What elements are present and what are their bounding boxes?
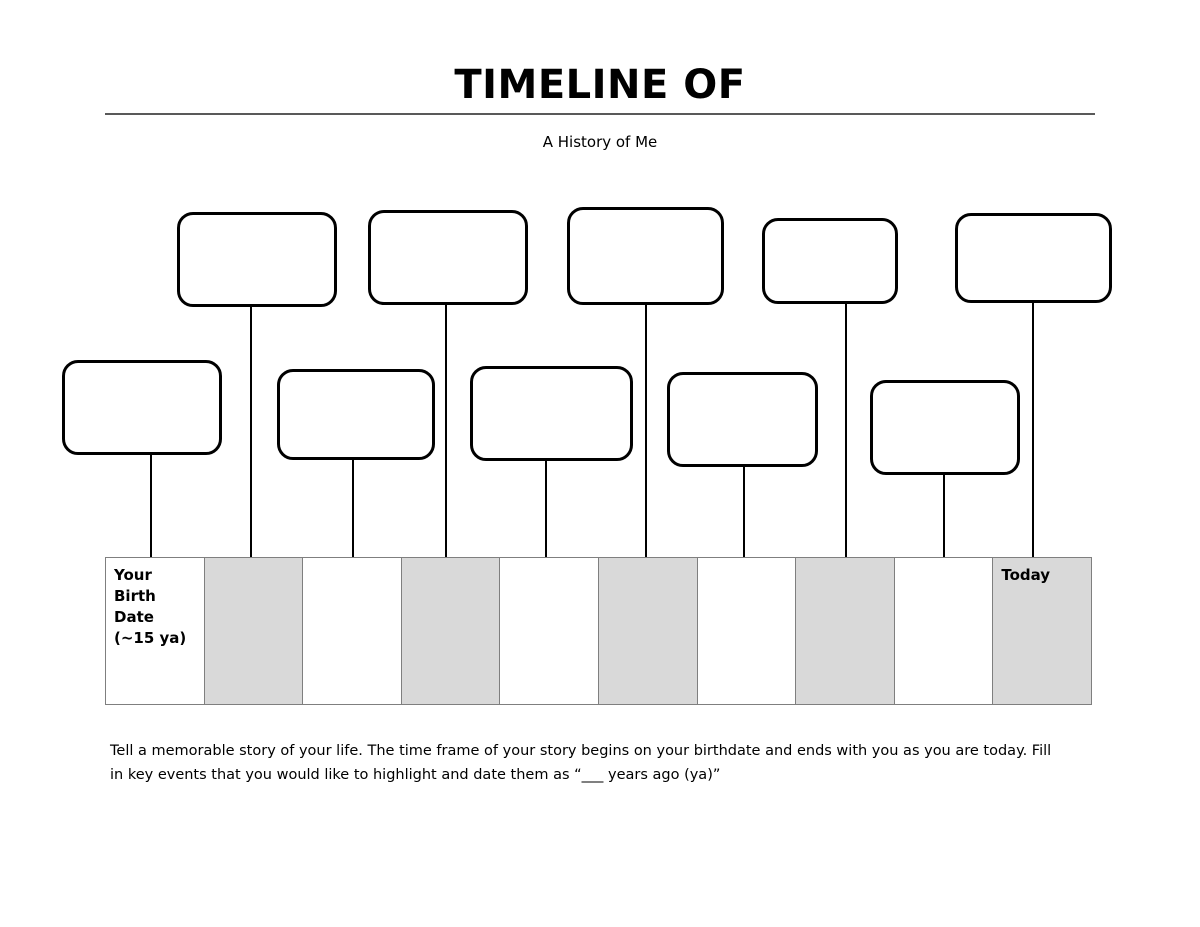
timeline-cell[interactable] [203,557,304,705]
timeline-cell[interactable] [795,557,895,705]
callout-box-bottom[interactable] [470,366,633,461]
callout-box-bottom[interactable] [277,369,435,460]
callout-leader-line [352,460,354,557]
callout-leader-line [445,305,447,557]
callout-leader-line [150,455,152,557]
timeline-cell[interactable] [302,557,402,705]
callout-leader-line [645,305,647,557]
callout-leader-line [845,304,847,557]
callout-box-top[interactable] [368,210,528,305]
callout-box-top[interactable] [762,218,898,304]
callout-box-bottom[interactable] [870,380,1020,475]
timeline-table: Your Birth Date (~15 ya) Today [105,557,1092,705]
callout-box-top[interactable] [955,213,1112,303]
timeline-cell[interactable]: Today [992,557,1092,705]
page-title: TIMELINE OF [454,62,746,108]
timeline-cell[interactable] [696,557,797,705]
callout-box-top[interactable] [567,207,724,305]
callout-leader-line [250,307,252,557]
title-divider [105,113,1095,115]
timeline-cell[interactable] [893,557,994,705]
callout-leader-line [943,475,945,557]
callout-box-top[interactable] [177,212,337,307]
callout-box-bottom[interactable] [62,360,222,455]
timeline-cell[interactable]: Your Birth Date (~15 ya) [105,557,205,705]
instructions-text: Tell a memorable story of your life. The… [110,743,1052,783]
timeline-cell[interactable] [597,557,698,705]
page-subtitle: A History of Me [542,133,658,151]
callout-leader-line [1032,303,1034,557]
callout-leader-line [545,461,547,557]
callout-leader-line [743,467,745,557]
callout-box-bottom[interactable] [667,372,818,467]
timeline-row: Your Birth Date (~15 ya) Today [105,557,1092,705]
timeline-cell[interactable] [400,557,501,705]
timeline-cell[interactable] [499,557,599,705]
